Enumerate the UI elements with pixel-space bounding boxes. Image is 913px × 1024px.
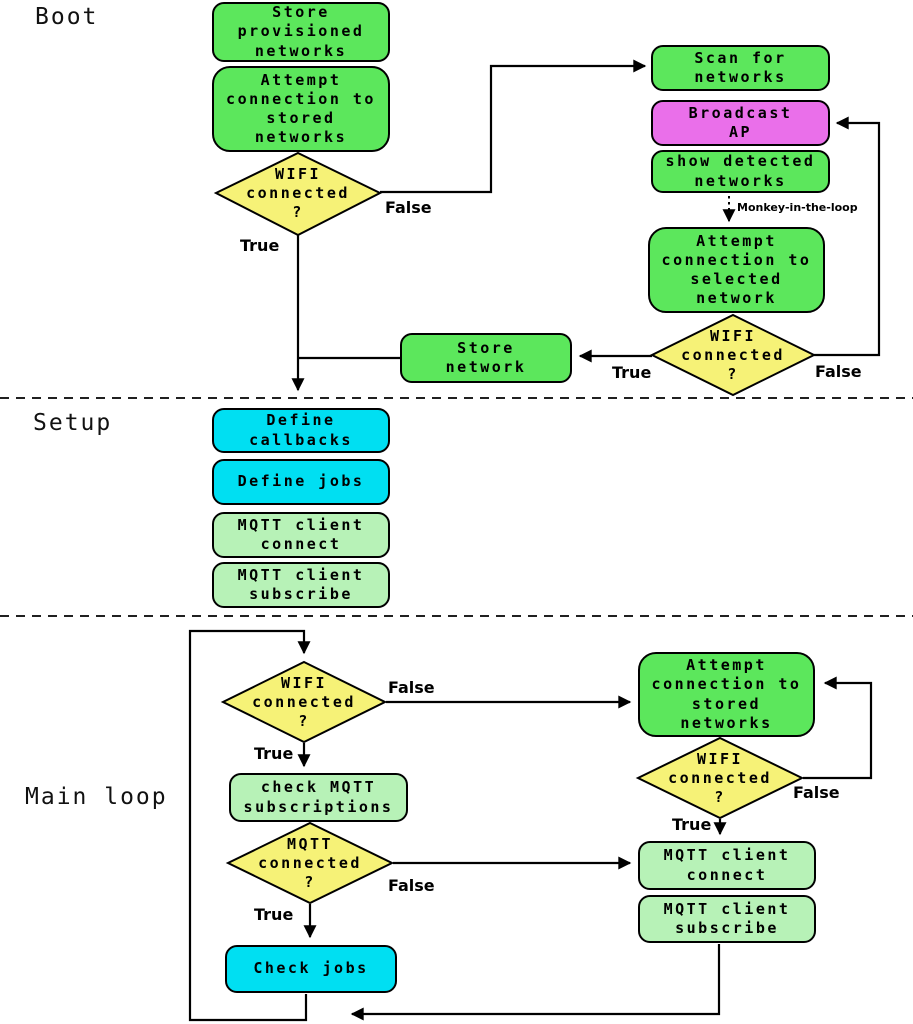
node-mqtt-client-subscribe-setup: MQTT client subscribe (212, 562, 390, 608)
section-label-setup: Setup (33, 410, 113, 436)
node-check-mqtt-subscriptions: check MQTT subscriptions (229, 773, 408, 822)
section-label-boot: Boot (35, 4, 99, 30)
node-attempt-connection-stored-boot: Attempt connection to stored networks (212, 66, 390, 152)
node-broadcast-ap: Broadcast AP (651, 100, 830, 146)
node-attempt-connection-stored-main: Attempt connection to stored networks (638, 652, 815, 737)
wifi-decision-4-label: WIFI connected ? (668, 750, 772, 807)
node-attempt-connection-selected: Attempt connection to selected network (648, 227, 825, 313)
node-check-jobs: Check jobs (225, 945, 397, 993)
edge-subscribe-return (350, 944, 721, 1021)
section-label-main-loop: Main loop (25, 784, 168, 810)
wifi-decision-2-label: WIFI connected ? (681, 327, 785, 384)
node-mqtt-client-subscribe-main: MQTT client subscribe (638, 895, 816, 943)
node-show-detected-networks: show detected networks (651, 150, 830, 193)
node-store-provisioned-networks: Store provisioned networks (212, 2, 390, 62)
wifi-decision-3-shape (220, 660, 388, 744)
node-define-callbacks: Define callbacks (212, 408, 390, 453)
node-define-jobs: Define jobs (212, 459, 390, 505)
edge-main-loop-cycle (188, 629, 311, 1022)
edge-label-false-mqtt: False (388, 876, 435, 895)
edge-label-false-wifi2: False (815, 362, 862, 381)
edge-wifi4-false-loop (803, 676, 873, 780)
wifi-decision-1-label: WIFI connected ? (246, 165, 350, 222)
wifi-decision-4-shape (635, 736, 805, 820)
node-mqtt-client-connect-main: MQTT client connect (638, 841, 816, 890)
edge-label-monkey-in-the-loop: Monkey-in-the-loop (737, 201, 858, 214)
edge-label-false-wifi4: False (793, 783, 840, 802)
mqtt-decision-label: MQTT connected ? (258, 835, 362, 892)
mqtt-decision-shape (225, 821, 395, 905)
edge-label-false-wifi1: False (385, 198, 432, 217)
node-mqtt-client-connect-setup: MQTT client connect (212, 512, 390, 558)
edge-label-true-wifi1: True (240, 236, 280, 255)
edge-label-true-mqtt: True (254, 905, 294, 924)
edge-label-true-wifi4: True (672, 815, 712, 834)
edge-wifi1-false-to-scan (380, 59, 647, 194)
wifi-decision-2-shape (649, 313, 817, 397)
node-store-network: Store network (400, 333, 572, 383)
edge-label-true-wifi3: True (254, 744, 294, 763)
wifi-decision-1-shape (213, 151, 383, 237)
edge-wifi2-false-to-broadcast (814, 116, 881, 357)
edge-label-false-wifi3: False (388, 678, 435, 697)
node-scan-for-networks: Scan for networks (651, 45, 830, 91)
wifi-decision-3-label: WIFI connected ? (252, 674, 356, 731)
edge-label-true-wifi2: True (612, 363, 652, 382)
